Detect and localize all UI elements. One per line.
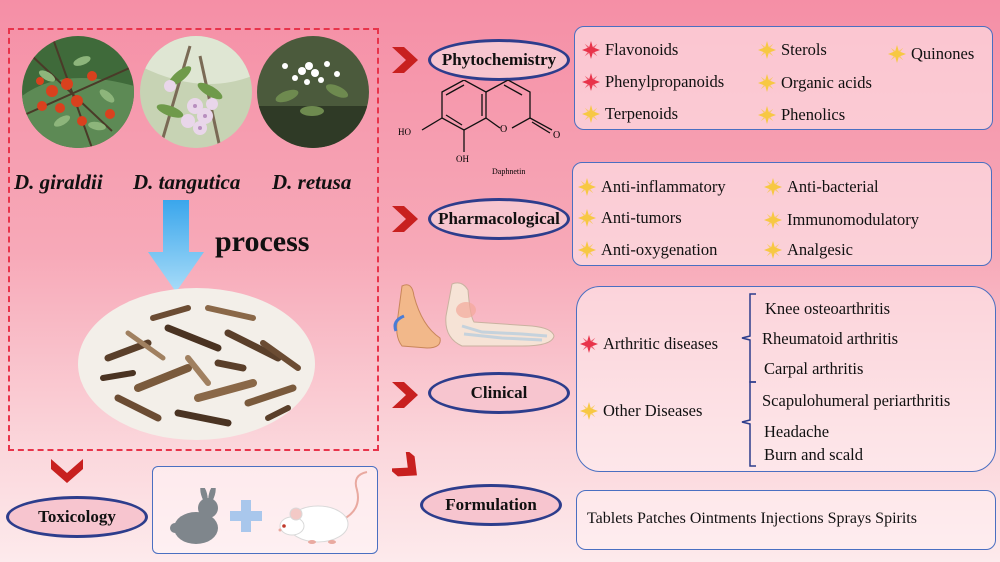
red-star-icon: [580, 335, 598, 353]
dried-herb-image: [78, 288, 315, 440]
red-star-icon: [582, 41, 600, 59]
phyto-item-flavonoids: Flavonoids: [582, 40, 678, 60]
species-label-tangutica: D. tangutica: [133, 170, 241, 194]
phyto-item-quinones: Quinones: [888, 44, 974, 64]
clinical-child-knee: Knee osteoarthritis: [765, 299, 891, 318]
yellow-star-icon: [578, 209, 596, 227]
phytochemistry-panel: [574, 26, 993, 130]
phyto-item-phenylpropanoids: Phenylpropanoids: [582, 72, 724, 92]
yellow-star-icon: [764, 178, 782, 196]
phyto-item-phenolics: Phenolics: [758, 105, 845, 125]
yellow-star-icon: [888, 45, 906, 63]
phyto-label: Organic acids: [781, 73, 872, 92]
clinical-group-arthritic: Arthritic diseases: [580, 334, 718, 354]
chevron-down-right-icon: [392, 452, 417, 477]
process-label: process: [215, 225, 310, 258]
pharma-item-anti-oxygenation: Anti-oxygenation: [578, 240, 717, 260]
hydroxyl-label-2: OH: [456, 154, 469, 164]
pharma-label: Anti-inflammatory: [601, 177, 726, 196]
species-label-retusa: D. retusa: [272, 170, 352, 194]
phyto-label: Sterols: [781, 40, 827, 59]
clinical-group-other: Other Diseases: [580, 401, 702, 421]
chevron-right-icon: [392, 47, 418, 73]
node-formulation: Formulation: [420, 484, 562, 526]
formulation-panel: [576, 490, 996, 550]
pharma-item-anti-inflammatory: Anti-inflammatory: [578, 177, 726, 197]
formulation-text: Tablets Patches Ointments Injections Spr…: [587, 510, 917, 527]
bracket-other: [741, 381, 756, 467]
species-label-giraldii: D. giraldii: [14, 170, 103, 194]
clinical-child-burn: Burn and scald: [764, 445, 863, 464]
yellow-star-icon: [578, 241, 596, 259]
pharma-item-anti-tumors: Anti-tumors: [578, 208, 682, 228]
phyto-label: Phenylpropanoids: [605, 72, 725, 91]
rabbit-icon: [170, 488, 218, 544]
phyto-item-sterols: Sterols: [758, 40, 827, 60]
hydroxyl-label-1: HO: [398, 127, 411, 137]
phyto-label: Phenolics: [781, 105, 846, 124]
pharma-item-immunomodulatory: Immunomodulatory: [764, 210, 919, 230]
pharma-label: Anti-bacterial: [787, 177, 879, 196]
plus-icon: [230, 500, 262, 532]
molecule-name: Daphnetin: [492, 167, 525, 176]
clinical-panel: [576, 286, 996, 472]
pharma-label: Analgesic: [787, 240, 853, 259]
pharma-label: Anti-oxygenation: [601, 240, 718, 259]
yellow-star-icon: [764, 211, 782, 229]
mouse-icon: [278, 471, 368, 544]
arthritic-feet-image: [393, 282, 555, 349]
node-phytochemistry: Phytochemistry: [428, 39, 570, 81]
red-star-icon: [582, 73, 600, 91]
clinical-child-carpal: Carpal arthritis: [764, 359, 864, 378]
phyto-label: Terpenoids: [605, 104, 679, 123]
yellow-star-icon: [758, 74, 776, 92]
chevron-right-icon: [392, 382, 418, 408]
yellow-star-icon: [758, 41, 776, 59]
source-plants-box: [8, 28, 379, 451]
pharma-item-analgesic: Analgesic: [764, 240, 853, 260]
process-arrow-icon: [148, 200, 204, 292]
clinical-group-label: Arthritic diseases: [603, 334, 719, 353]
yellow-star-icon: [580, 402, 598, 420]
bracket-arthritic: [741, 293, 756, 383]
pharma-item-anti-bacterial: Anti-bacterial: [764, 177, 879, 197]
photo-d-giraldii: [22, 36, 134, 148]
photo-d-tangutica: [140, 36, 252, 148]
node-clinical: Clinical: [428, 372, 570, 414]
phyto-label: Flavonoids: [605, 40, 679, 59]
phyto-item-organic-acids: Organic acids: [758, 73, 872, 93]
phyto-item-terpenoids: Terpenoids: [582, 104, 678, 124]
carbonyl-oxygen-label: O: [553, 130, 560, 141]
clinical-child-rheumatoid: Rheumatoid arthritis: [762, 329, 899, 348]
pharmacological-panel: [572, 162, 992, 266]
photo-d-retusa: [257, 36, 369, 148]
chevron-down-icon: [51, 459, 83, 483]
phyto-label: Quinones: [911, 44, 975, 63]
clinical-group-label: Other Diseases: [603, 401, 703, 420]
node-toxicology: Toxicology: [6, 496, 148, 538]
pharma-label: Immunomodulatory: [787, 210, 919, 229]
ring-oxygen-label: O: [500, 124, 507, 135]
yellow-star-icon: [582, 105, 600, 123]
pharma-label: Anti-tumors: [601, 208, 682, 227]
chevron-right-icon: [392, 206, 418, 232]
node-pharmacological: Pharmacological: [428, 198, 570, 240]
yellow-star-icon: [758, 106, 776, 124]
yellow-star-icon: [764, 241, 782, 259]
clinical-child-headache: Headache: [764, 422, 830, 441]
yellow-star-icon: [578, 178, 596, 196]
clinical-child-scapulohumeral: Scapulohumeral periarthritis: [762, 391, 951, 410]
daphnetin-structure: O O HO OH Daphnetin: [398, 80, 560, 176]
